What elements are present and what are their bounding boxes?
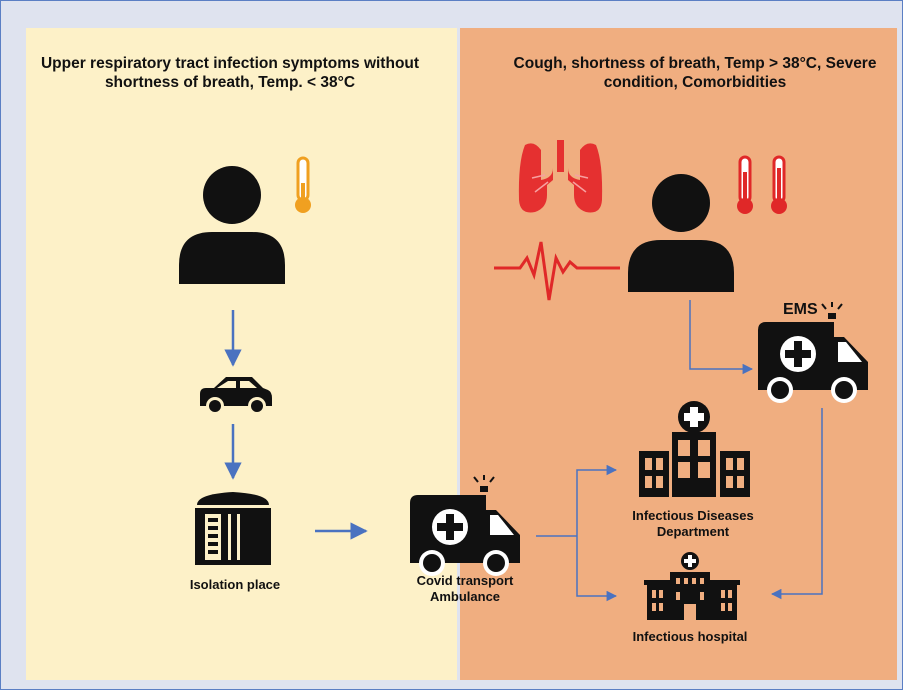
arrow-ems-to-hospital [770,408,823,600]
severe-patient-person-icon [628,174,734,292]
infectious-hospital-icon [644,552,740,620]
arrow-to-infectious-dept [576,464,618,536]
infectious-dept-label: Infectious Diseases Department [632,508,754,539]
covid-transport-label: Covid transport Ambulance [416,573,514,604]
arrow-to-infectious-hospital [576,536,618,602]
lungs-icon [518,140,603,213]
covid-ambulance-icon [409,474,521,577]
severe-symptoms-heading: Cough, shortness of breath, Temp > 38°C,… [513,55,877,91]
ems-label: EMS [783,301,818,318]
thermometer-icon-red-1 [737,155,753,214]
mild-symptoms-heading: Upper respiratory tract infection sympto… [40,55,420,91]
thermometer-icon-red-2 [771,155,787,214]
mild-patient-person-icon [179,166,285,284]
arrow-to-ems [689,300,754,375]
infectious-hospital-label: Infectious hospital [632,629,748,644]
isolation-place-label: Isolation place [189,577,281,592]
isolation-building-icon [195,492,271,565]
thermometer-icon [295,156,311,213]
heartbeat-icon [494,241,620,301]
department-hospital-icon [639,401,750,497]
car-icon [200,377,272,415]
